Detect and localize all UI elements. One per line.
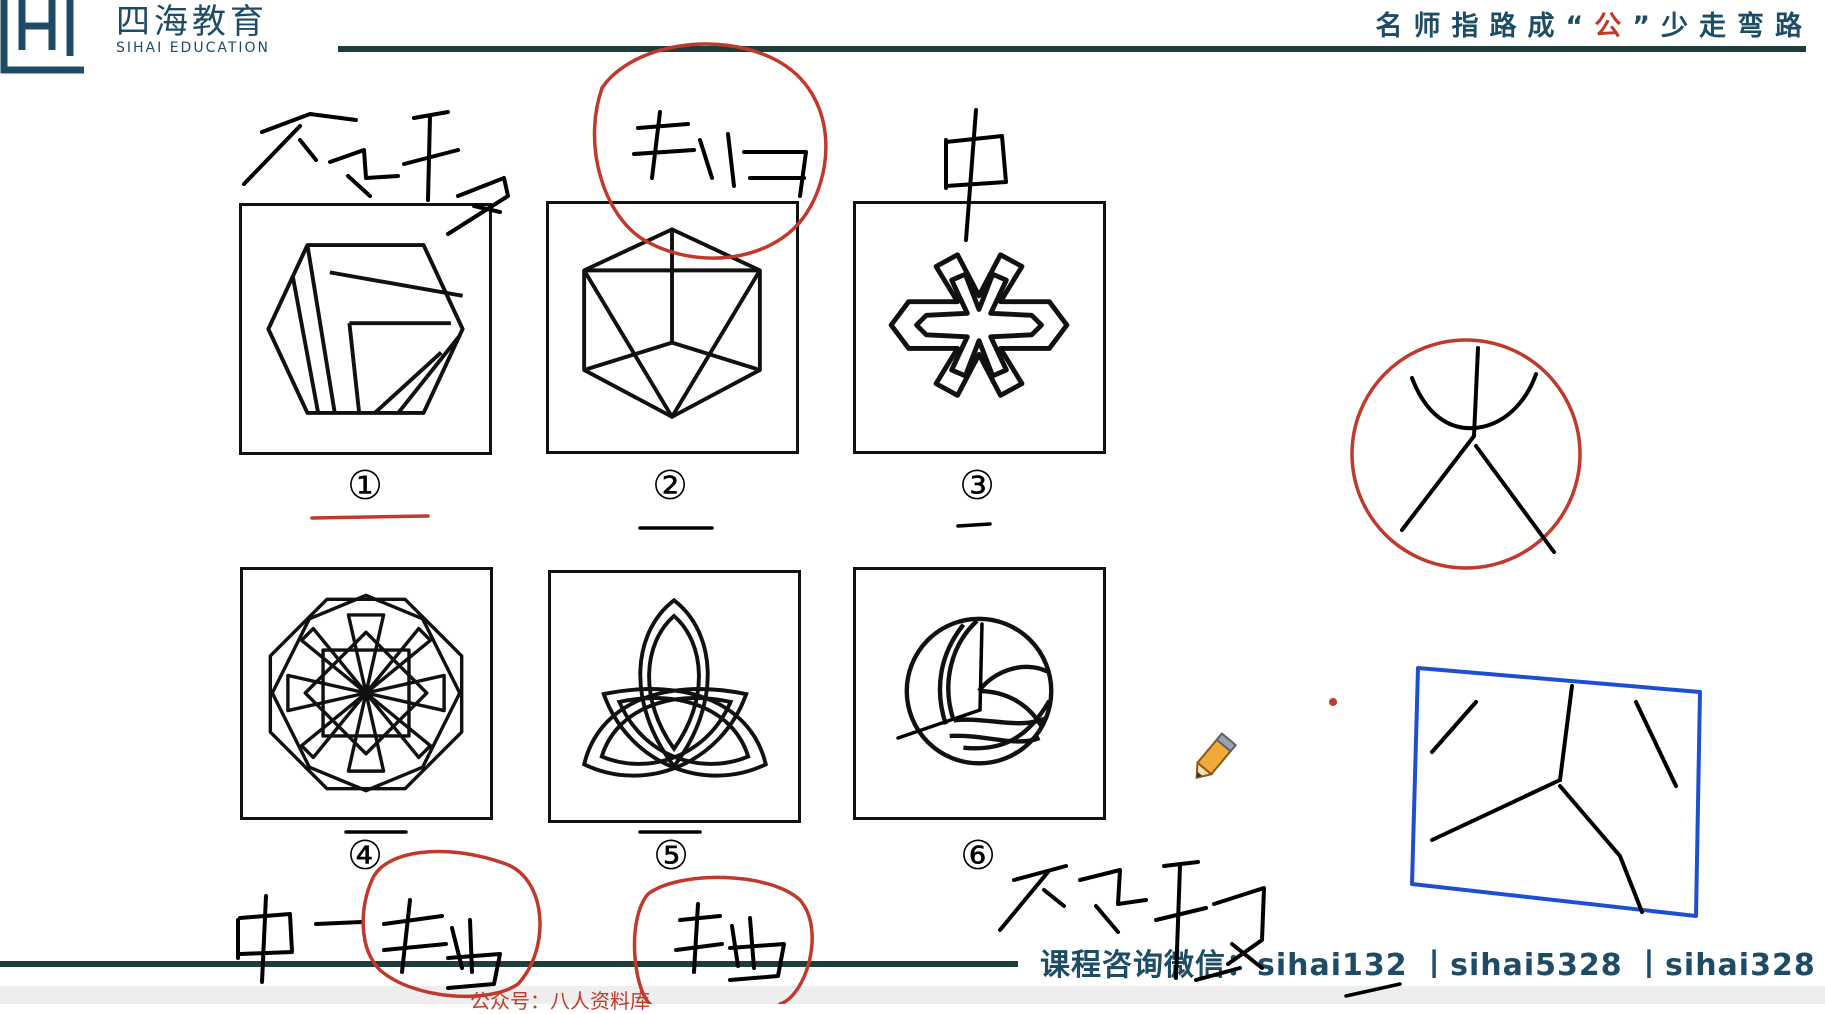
figure-panel-1 (239, 203, 492, 455)
figure-label-5: ⑤ (653, 833, 689, 879)
logo-icon (0, 0, 84, 74)
slogan: 名师指路成“公”少走弯路 (1376, 4, 1814, 43)
footer-note: 公众号：八人资料库 (470, 989, 650, 1013)
figure-label-6: ⑥ (960, 833, 996, 879)
logo-chinese-name: 四海教育 (116, 2, 268, 42)
figure-label-1: ① (347, 463, 383, 509)
slogan-part: 名师指路成“ (1375, 11, 1595, 42)
triquetra-knot-figure (581, 597, 769, 778)
stick-figure-drawing (1400, 346, 1556, 554)
red-circle (1350, 338, 1582, 570)
header-divider (338, 46, 1806, 52)
handwritten-word (674, 902, 786, 982)
figure-panel-5 (548, 570, 801, 823)
sketch-drawing (1430, 684, 1678, 914)
red-circle (632, 875, 814, 1004)
logo-english-name: SIHAI EDUCATION (116, 40, 271, 56)
six-arm-star-figure (888, 252, 1070, 398)
blue-box (1410, 666, 1702, 918)
slogan-part: ”少走弯路 (1632, 11, 1813, 42)
slogan-highlight: 公 (1594, 11, 1633, 42)
figure-label-4: ④ (347, 833, 383, 879)
handwritten-word (236, 894, 502, 990)
handwritten-word (632, 110, 808, 198)
figure-panel-2 (546, 201, 799, 454)
hexagon-cube-lines-figure (266, 243, 465, 415)
flower-octagon-figure (268, 593, 464, 793)
hexagon-cube-triangles-figure (582, 227, 762, 419)
red-underline (310, 514, 430, 520)
footer-strip (0, 986, 1825, 1004)
footer-divider (0, 961, 1018, 967)
figure-label-2: ② (652, 463, 688, 509)
figure-panel-4 (240, 567, 493, 820)
laser-pointer-dot (1329, 698, 1337, 706)
figure-panel-3 (853, 201, 1106, 454)
contact-info: 课程咨询微信：sihai132 丨sihai5328 丨sihai328 (1040, 948, 1816, 983)
underline (956, 522, 992, 528)
pencil-icon[interactable] (1185, 728, 1243, 786)
figure-panel-6 (853, 567, 1106, 820)
volleyball-figure (904, 616, 1054, 766)
figure-label-3: ③ (959, 463, 995, 509)
